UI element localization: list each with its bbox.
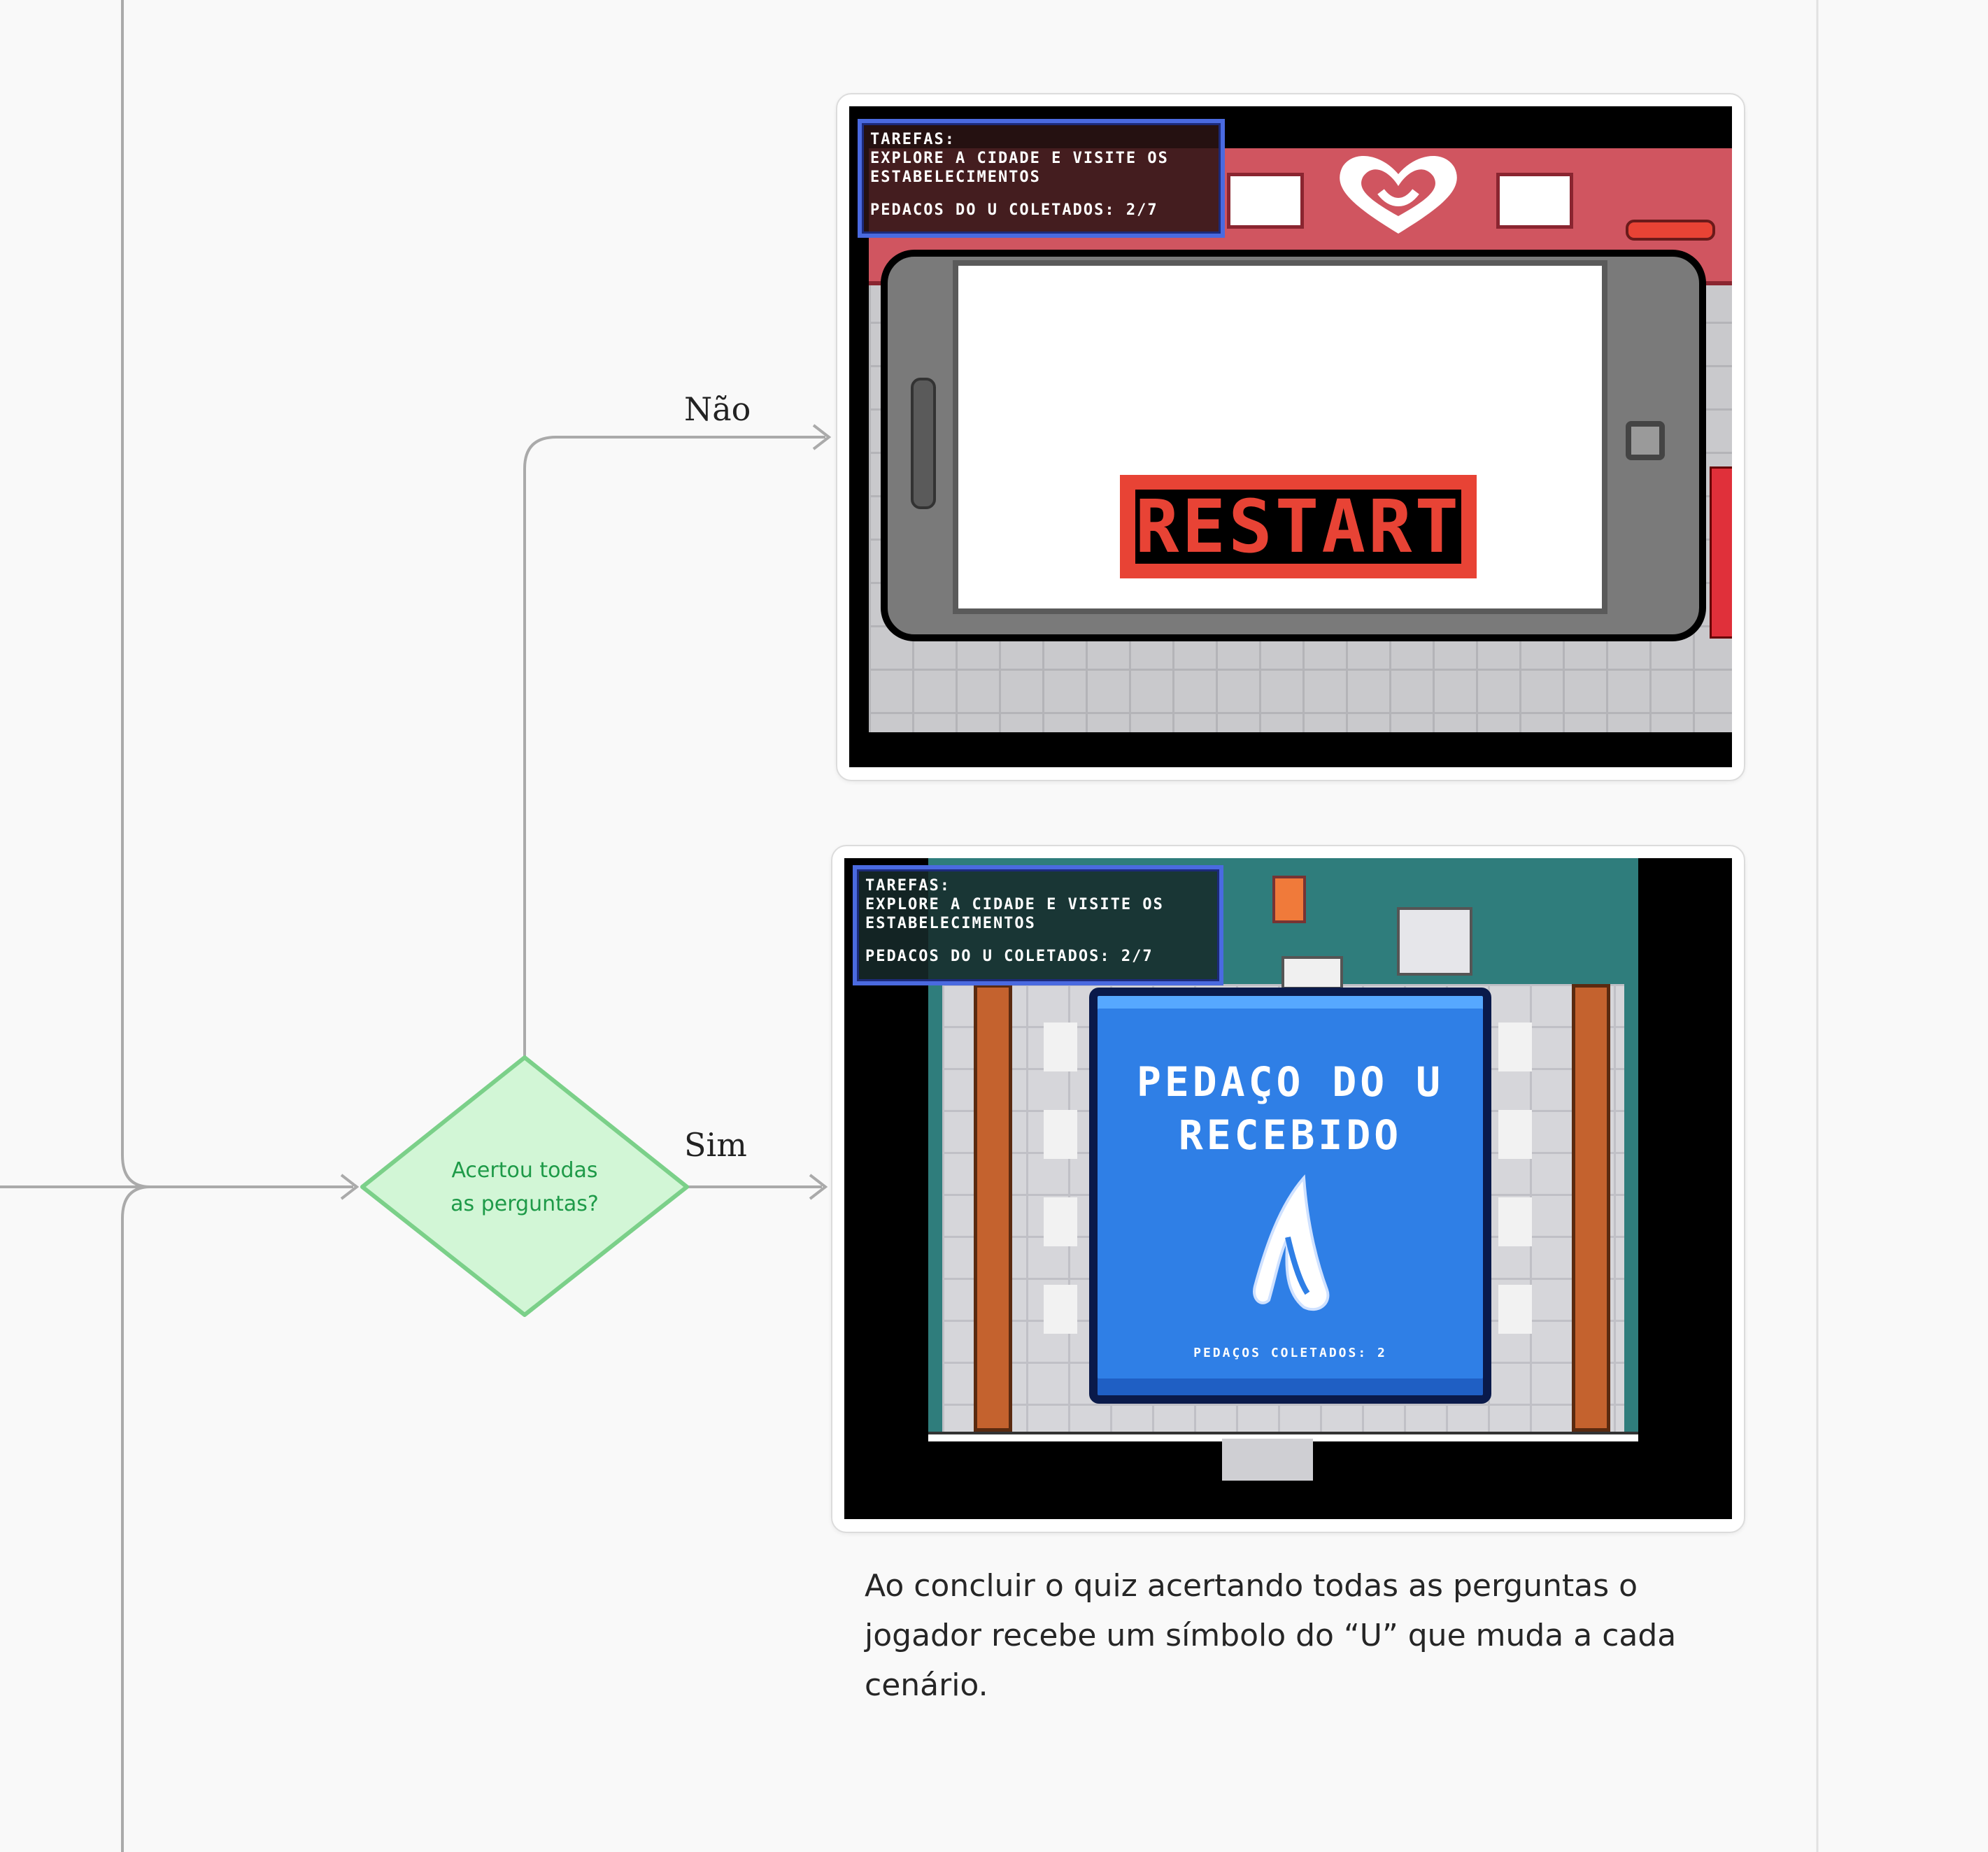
restart-button[interactable]: RESTART (1120, 475, 1477, 578)
sink (1281, 956, 1343, 990)
hud-title: TAREFAS: (870, 131, 956, 148)
fail-task-hud: TAREFAS: EXPLORE A CIDADE E VISITE OS ES… (858, 119, 1225, 238)
decision-line-1: Acertou todas (451, 1158, 598, 1183)
heart-logo-icon (1340, 155, 1457, 234)
left-counter (974, 984, 1012, 1432)
no-arrowhead (812, 424, 832, 450)
decision-label: Acertou todas as perguntas? (367, 1154, 682, 1221)
hud-task-line-2: ESTABELECIMENTOS (870, 169, 1041, 186)
popup-count: PEDAÇOS COLETADOS: 2 (1193, 1346, 1387, 1360)
success-game-screen: PEDAÇO DO U RECEBIDO PEDAÇOS COLETADOS: … (844, 858, 1732, 1519)
bottom-wall-right (1237, 736, 1732, 767)
yes-arrowhead (809, 1174, 828, 1200)
popup-title-line-2: RECEBIDO (1178, 1111, 1403, 1159)
hud-progress: PEDACOS DO U COLETADOS: 2/7 (865, 948, 1153, 965)
phone-speaker-icon (911, 378, 936, 509)
shelf (1397, 907, 1472, 976)
hud-task-line-2: ESTABELECIMENTOS (865, 915, 1036, 932)
restart-button-inner: RESTART (1135, 490, 1461, 564)
fail-game-screen: RESTART TAREFAS: EXPLORE A CIDADE E VISI… (849, 106, 1732, 767)
phone-home-button-icon (1626, 421, 1665, 460)
yes-branch-label: Sim (684, 1126, 747, 1164)
left-chairs (1044, 1023, 1077, 1372)
wall-decor (1626, 220, 1715, 241)
side-fridge (1710, 466, 1732, 639)
no-branch-label: Não (684, 390, 751, 428)
restart-button-label: RESTART (1135, 484, 1462, 569)
hud-task-line-1: EXPLORE A CIDADE E VISITE OS (870, 150, 1169, 167)
no-branch-line (523, 436, 825, 1057)
success-screenshot-card: PEDAÇO DO U RECEBIDO PEDAÇOS COLETADOS: … (831, 845, 1745, 1533)
caption-text: Ao concluir o quiz acertando todas as pe… (865, 1568, 1677, 1703)
hud-progress: PEDACOS DO U COLETADOS: 2/7 (870, 201, 1158, 219)
u-piece-symbol-icon (1253, 1174, 1330, 1311)
trunk-top-line (121, 0, 151, 1188)
decision-diamond (360, 1055, 689, 1317)
right-chairs (1498, 1023, 1532, 1372)
room-door (1222, 1439, 1313, 1481)
hud-task-line-1: EXPLORE A CIDADE E VISITE OS (865, 896, 1164, 913)
decision-line-2: as perguntas? (450, 1192, 599, 1216)
right-counter (1572, 984, 1610, 1432)
success-task-hud: TAREFAS: EXPLORE A CIDADE E VISITE OS ES… (853, 865, 1223, 985)
bottom-wall-left (849, 736, 1070, 767)
hud-title: TAREFAS: (865, 877, 951, 895)
trunk-bottom-line (121, 1185, 151, 1852)
incoming-arrowhead (340, 1174, 360, 1200)
popup-title: PEDAÇO DO U RECEBIDO (1098, 1055, 1483, 1162)
popup-title-line-1: PEDAÇO DO U (1136, 1058, 1444, 1106)
piece-received-popup: PEDAÇO DO U RECEBIDO PEDAÇOS COLETADOS: … (1089, 988, 1491, 1404)
menu-board-left (1227, 173, 1304, 229)
icecream-cup-icon (1272, 876, 1306, 923)
fail-screenshot-card: RESTART TAREFAS: EXPLORE A CIDADE E VISI… (836, 93, 1745, 781)
room-bottom-wall (928, 1432, 1638, 1441)
menu-board-right (1496, 173, 1573, 229)
